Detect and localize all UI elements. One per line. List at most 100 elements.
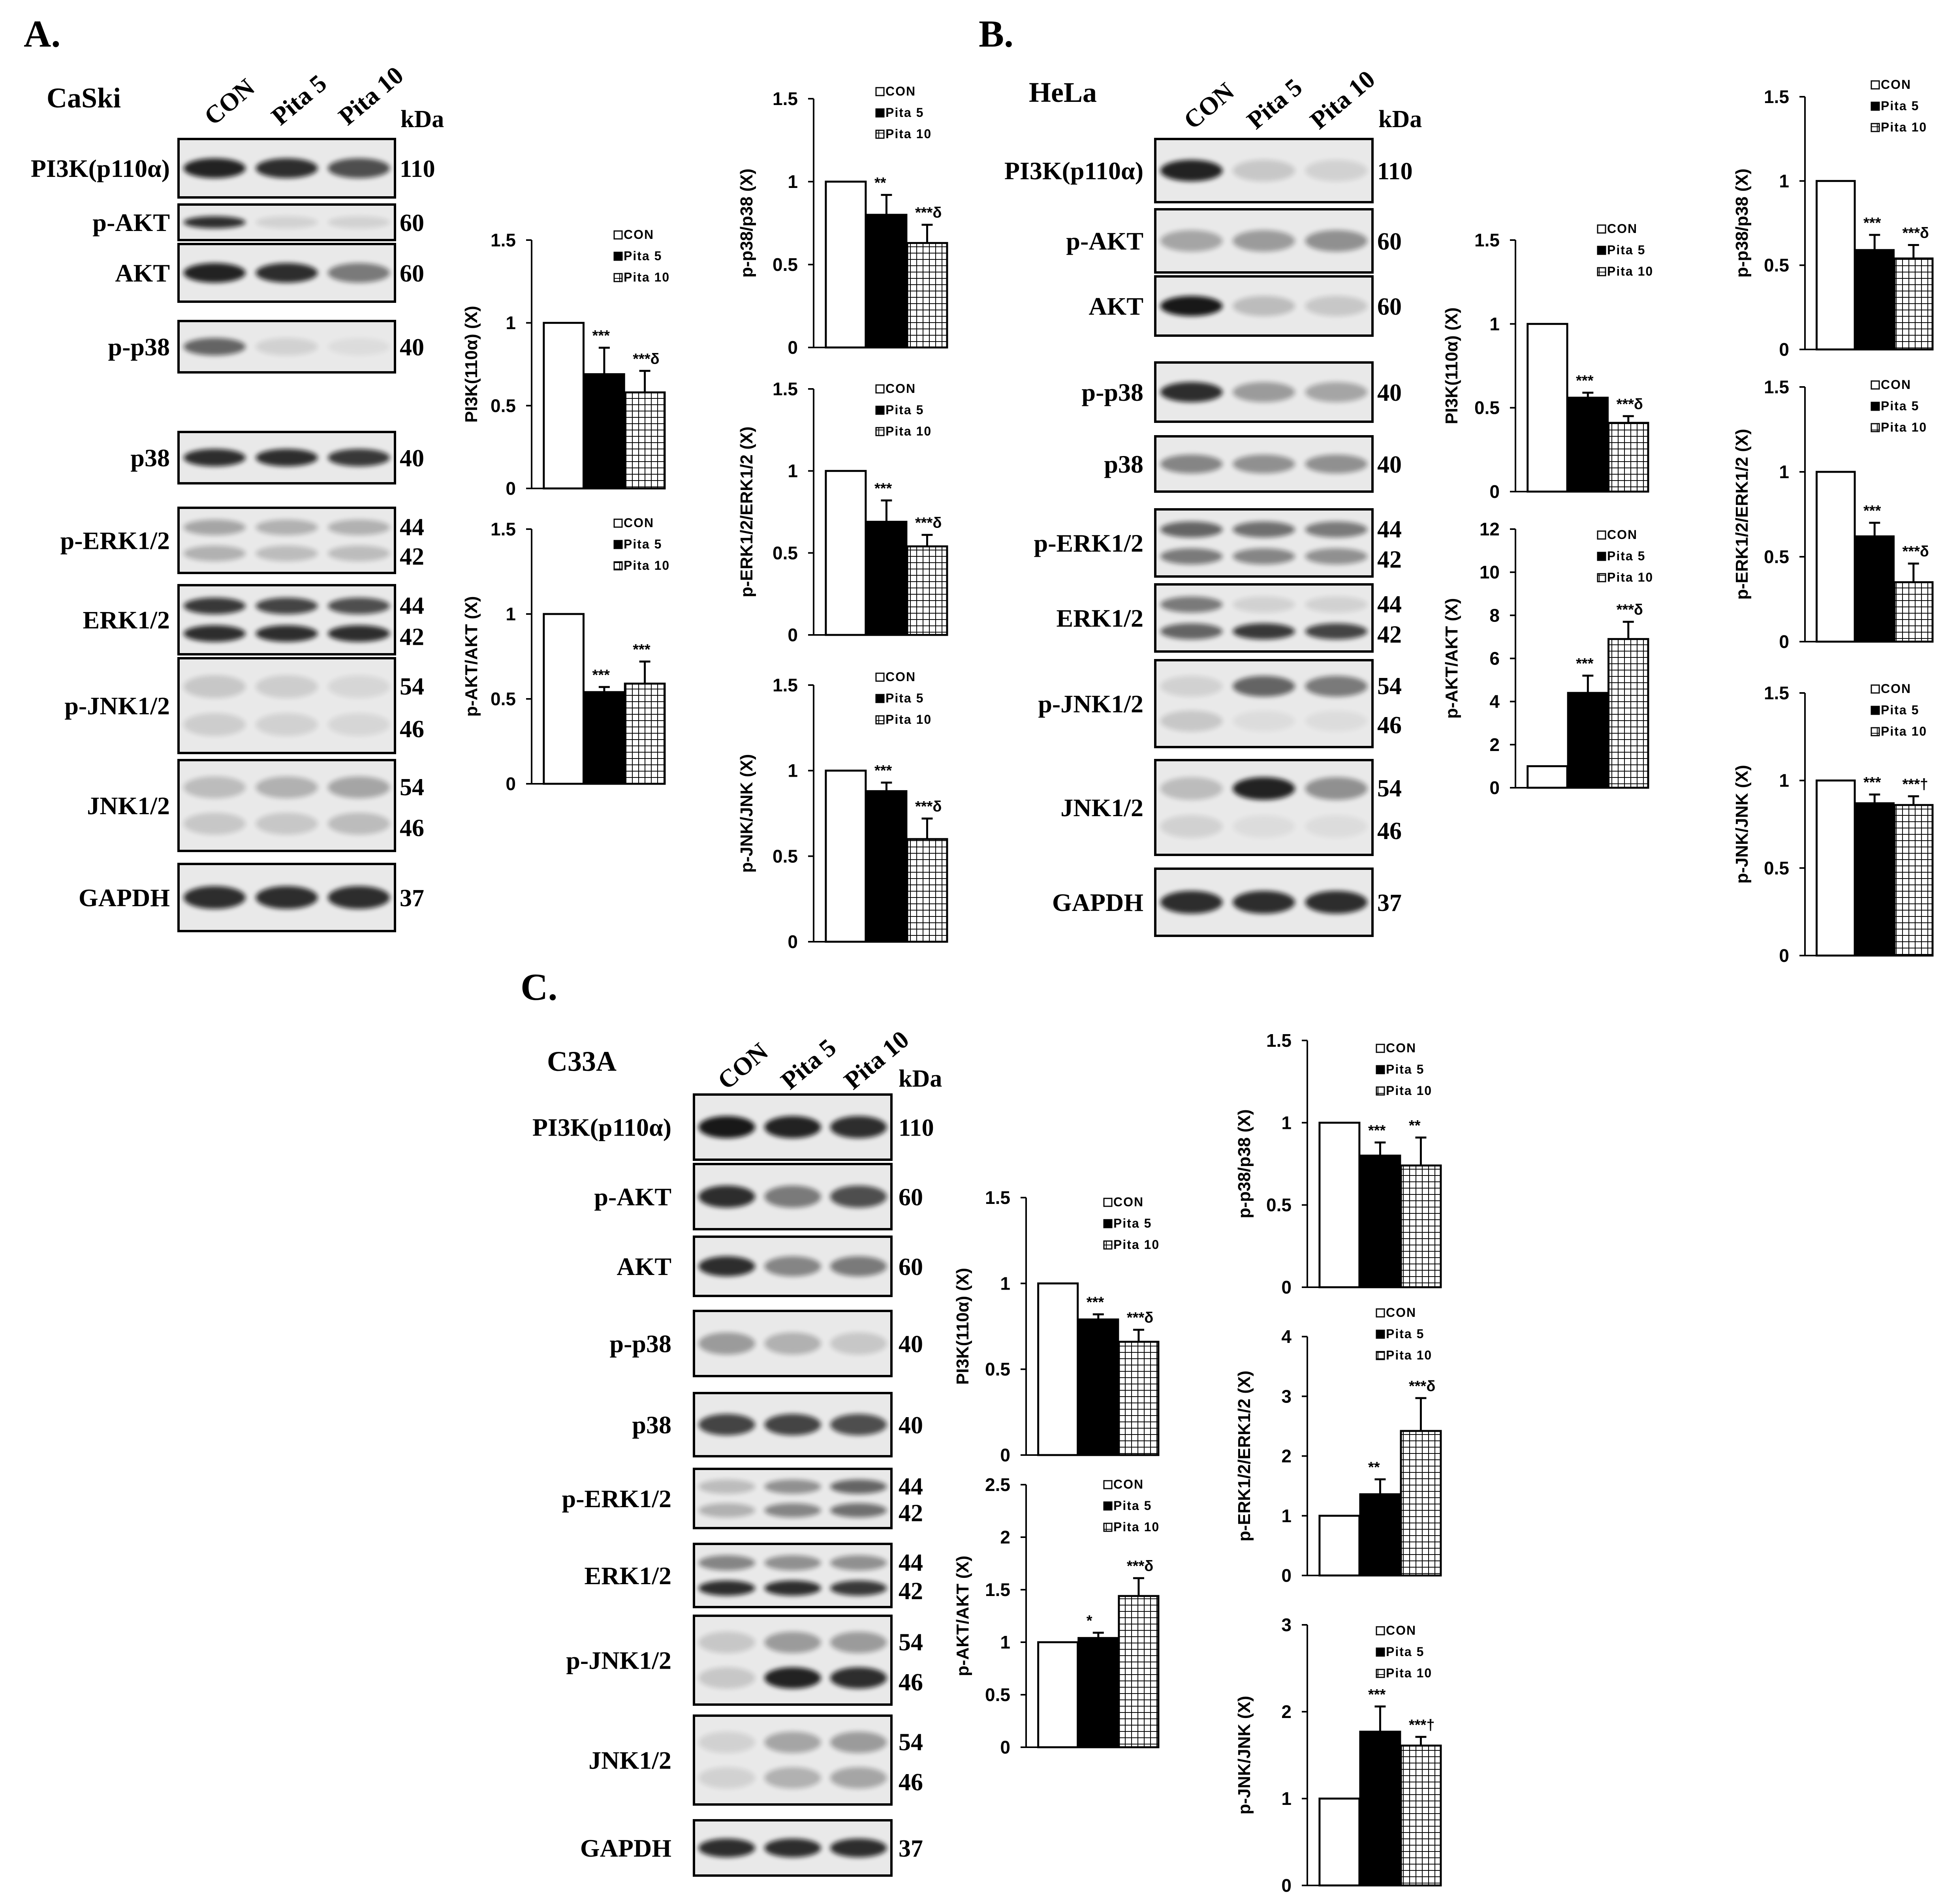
blot-band [256,597,318,614]
bar-pita-10 [1118,1595,1160,1748]
significance-label: *** [1576,372,1594,389]
blot-band [1160,382,1223,402]
legend-swatch-pita-10 [1871,123,1880,132]
legend-label-pita-5: Pita 5 [1607,549,1645,563]
significance-label: ***δ [915,515,942,531]
blot-band [328,338,390,356]
protein-label: p38 [130,444,170,472]
y-tick-label: 0 [1779,945,1789,966]
y-axis-label: p-ERK1/2/ERK1/2 (X) [737,426,756,597]
blot-band [256,886,318,909]
significance-label: ***δ [1409,1378,1435,1395]
panel-letter: B. [979,13,1013,55]
mw-label: 54 [899,1729,923,1756]
blot-band [1233,521,1295,538]
bar-con [1318,1515,1361,1577]
y-tick-label: 1 [1489,314,1500,334]
legend-label-con: CON [1881,682,1911,696]
blot-band [1305,454,1368,473]
bar-pita-10 [1400,1164,1442,1288]
bar-con [1318,1797,1361,1887]
legend-swatch-con [1103,1480,1113,1489]
blot-band [764,1667,821,1689]
cell-line-label: C33A [547,1046,617,1077]
protein-label: p-p38 [610,1330,672,1358]
y-tick-label: 0.5 [773,543,798,563]
legend-label-pita-10: Pita 10 [1881,724,1927,738]
legend-swatch-pita-5 [1376,1647,1385,1657]
mw-label: 37 [899,1835,923,1862]
y-tick-label: 1 [1000,1273,1010,1294]
panel-letter: C. [521,966,557,1008]
mw-label: 42 [400,543,424,570]
protein-label: ERK1/2 [1057,604,1143,632]
y-tick-label: 4 [1489,691,1500,712]
bar-pita-10 [1118,1341,1160,1456]
y-axis-label: p-JNK/JNK (X) [1732,765,1752,884]
y-tick-label: 0.5 [1764,546,1789,567]
mw-label: 44 [400,593,424,620]
bar-pita-5 [865,520,908,636]
legend-label-con: CON [624,516,654,530]
significance-label: ***δ [915,205,942,221]
legend-swatch-pita-5 [613,252,623,261]
bar-chart-b-p-erk1-2-erk1-2-x: 00.511.5p-ERK1/2/ERK1/2 (X)******δCONPit… [1732,377,1934,652]
blot-band [1233,815,1295,838]
mw-label: 40 [400,334,424,361]
blot-band [183,625,246,642]
protein-label: GAPDH [1052,888,1143,916]
legend-swatch-con [1871,380,1880,390]
y-tick-label: 2 [1000,1527,1010,1547]
protein-label: p-p38 [1082,378,1144,406]
bar-pita-5 [865,790,908,943]
blot-frame [177,759,396,852]
blot-band [256,675,318,698]
protein-label: PI3K(p110α) [1004,157,1143,185]
blot-band [698,1555,756,1571]
protein-label: p-ERK1/2 [60,527,170,555]
cell-line-label: HeLa [1029,77,1097,108]
protein-label: p38 [632,1411,671,1439]
blot-band [1233,548,1295,565]
blot-band [328,813,390,835]
y-tick-label: 1 [1779,462,1789,482]
protein-label: p-AKT [594,1183,671,1211]
mw-label: 46 [1377,712,1402,739]
blot-band [1305,230,1368,252]
bar-pita-5 [583,373,625,490]
legend-label-con: CON [624,227,654,242]
blot-band [256,713,318,736]
mw-label: 54 [1377,775,1402,802]
blot-band [1160,454,1223,473]
y-axis-label: p-ERK1/2/ERK1/2 (X) [1732,429,1752,600]
protein-label: p38 [1104,450,1143,478]
legend-swatch-pita-10 [613,561,623,571]
legend-swatch-pita-5 [1376,1329,1385,1339]
blot-band [830,1116,887,1138]
legend-label-con: CON [1386,1041,1416,1055]
legend-label-pita-5: Pita 5 [1386,1645,1424,1659]
y-tick-label: 0.5 [773,254,798,275]
legend-label-con: CON [1607,222,1638,236]
y-axis-label: p-JNK/JNK (X) [1235,1696,1254,1815]
blot-band [256,158,318,178]
legend-swatch-con [1103,1198,1113,1207]
significance-label: *** [1863,215,1881,231]
y-tick-label: 1.5 [1474,230,1500,250]
legend-swatch-pita-5 [1376,1065,1385,1074]
bar-con [825,470,867,636]
panel-letter: A. [24,13,60,55]
bar-pita-5 [1854,802,1895,957]
y-tick-label: 1 [1281,1788,1292,1809]
